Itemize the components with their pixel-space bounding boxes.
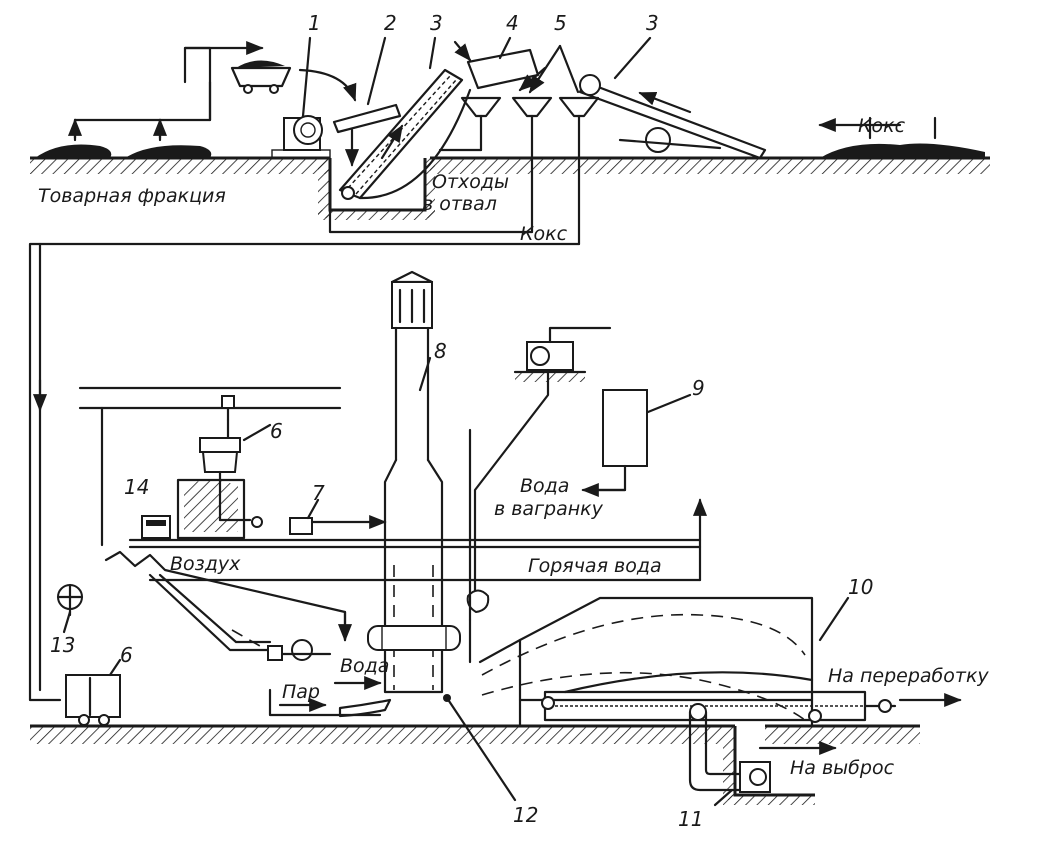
label-num-11: 11: [678, 807, 703, 831]
item-7-weigh-feeder: [251, 498, 387, 535]
label-num-14: 14: [124, 475, 149, 499]
label-steam: Пар: [282, 681, 320, 703]
coke-piles-left: [35, 143, 985, 158]
item-11-pump: [688, 703, 771, 807]
item-6-skip-bucket: [199, 418, 272, 473]
label-num-7: 7: [312, 481, 325, 505]
label-num-9: 9: [692, 376, 705, 400]
steam-line: [268, 688, 392, 718]
item-3-belt-conveyor-right: [578, 36, 767, 160]
return-lines: [28, 208, 581, 702]
label-num-5: 5: [554, 11, 567, 35]
label-waste-line2: в отвал: [422, 193, 497, 215]
label-coke-return: Кокс: [520, 223, 568, 245]
label-num-3b: 3: [646, 11, 659, 35]
label-water-to-cupola-line1: Вода: [520, 475, 569, 497]
label-num-10: 10: [848, 575, 873, 599]
label-water: Вода: [340, 655, 389, 677]
item-13-winch: [56, 583, 84, 634]
mine-cart: [230, 60, 292, 94]
item-12-nozzle: [443, 694, 517, 802]
label-waste-line1: Отходы: [432, 171, 509, 193]
item-3-bucket-conveyor-left: [338, 36, 472, 200]
commercial-fraction-lines: [67, 40, 264, 142]
top-ground: [30, 156, 990, 220]
label-num-13: 13: [50, 633, 75, 657]
curved-arrow: [298, 68, 357, 102]
label-num-6-bottom: 6: [120, 643, 133, 667]
label-coke-top: Кокс: [858, 115, 906, 137]
air-duct: [104, 550, 353, 652]
label-to-discharge: На выброс: [790, 757, 895, 779]
water-pump: [267, 639, 332, 661]
label-num-6-top: 6: [270, 419, 283, 443]
item-8-cupola: [367, 270, 461, 694]
item-6-cart: [65, 658, 122, 726]
item-4-screen: [453, 36, 540, 90]
item-5-hoppers: [460, 44, 600, 246]
overhead-rail: [78, 386, 342, 547]
item-2-chute: [332, 36, 402, 167]
label-num-3: 3: [430, 11, 443, 35]
item-9-water-tank: [581, 389, 692, 498]
label-air: Воздух: [170, 553, 241, 575]
label-num-12: 12: [513, 803, 538, 827]
label-num-8: 8: [434, 339, 447, 363]
label-num-4: 4: [506, 11, 519, 35]
label-num-1: 1: [308, 11, 321, 35]
label-hot-water: Горячая вода: [528, 555, 662, 577]
label-num-2: 2: [384, 11, 397, 35]
hot-water-line: [148, 498, 708, 582]
platform: [128, 538, 702, 549]
blower-top: [466, 326, 612, 664]
item-10-granulation-chamber: [478, 596, 897, 728]
bottom-ground: [30, 724, 920, 805]
label-water-to-cupola-line2: в вагранку: [494, 498, 604, 520]
hoist-frame: [176, 470, 252, 540]
item-14-fan: [141, 515, 171, 539]
item-1-drive: [271, 36, 331, 159]
label-to-processing: На переработку: [828, 665, 989, 687]
label-commercial-fraction: Товарная фракция: [38, 185, 226, 207]
